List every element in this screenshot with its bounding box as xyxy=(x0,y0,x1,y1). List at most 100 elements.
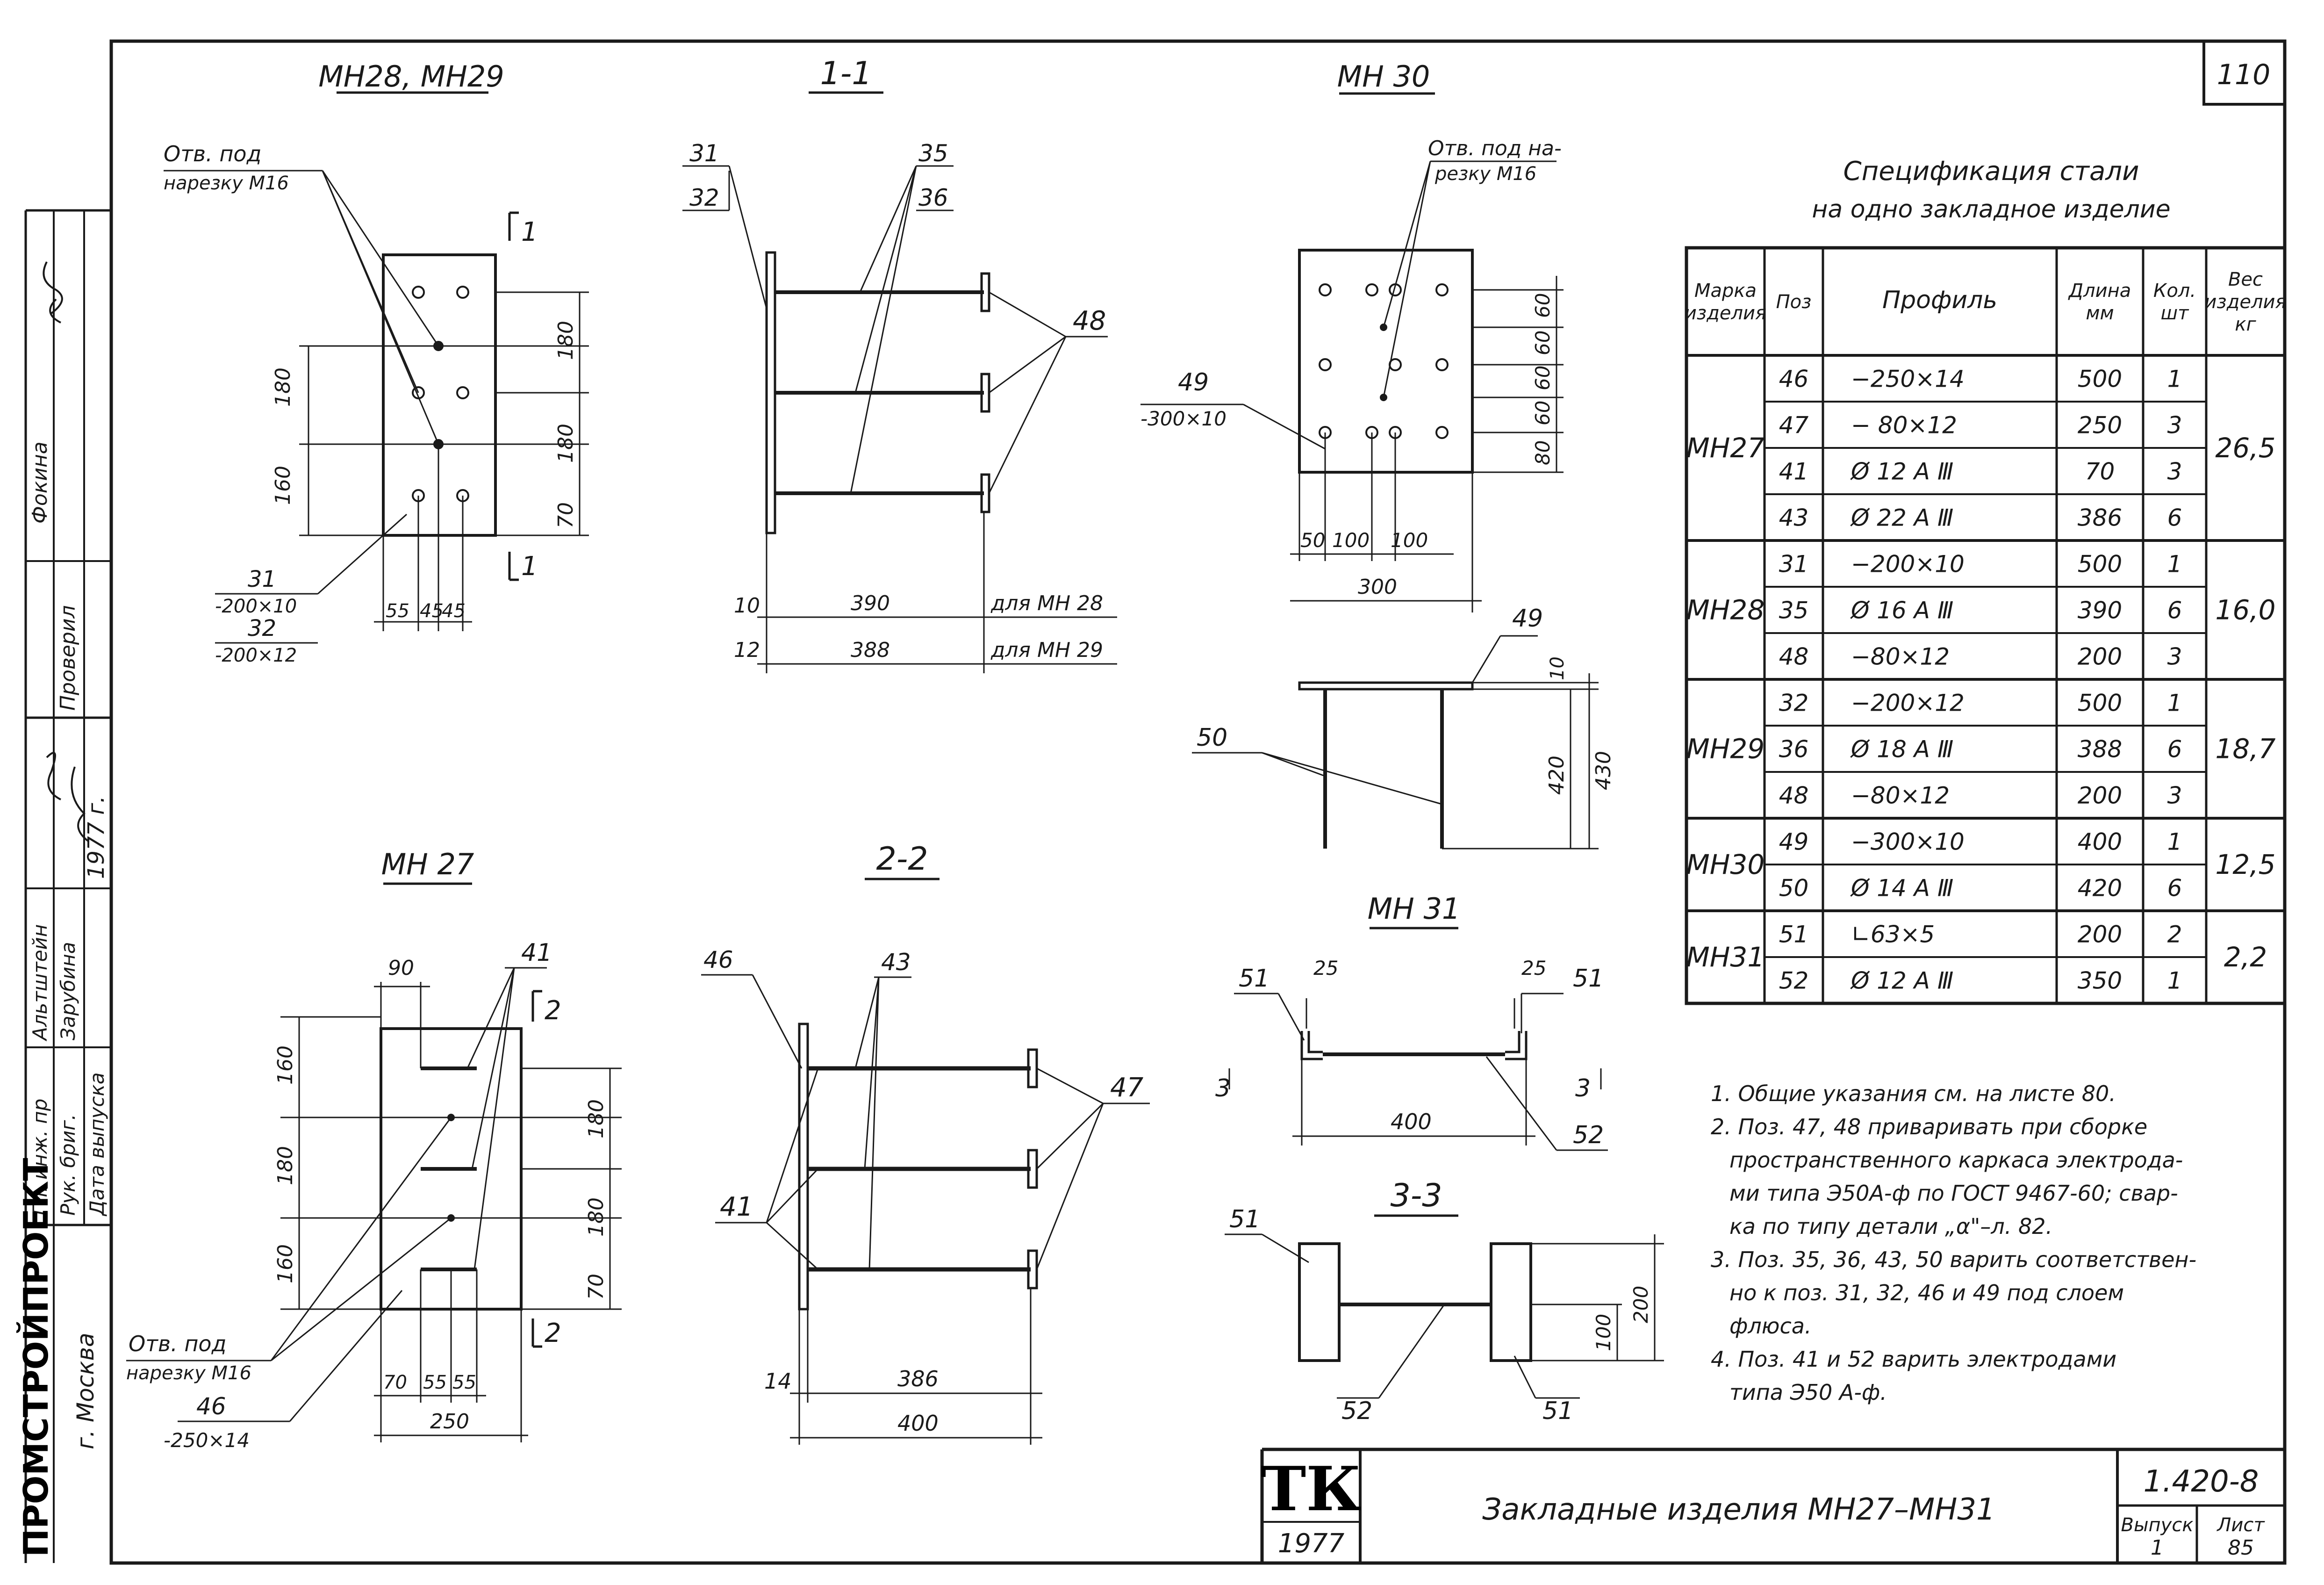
row1-thk: 10 xyxy=(734,594,760,618)
dim-right-2: 180 xyxy=(584,1197,608,1237)
signature-2 xyxy=(46,752,90,843)
hole-note-1: Отв. под на- xyxy=(1428,137,1562,160)
spec-cell-length: 500 xyxy=(2078,366,2122,393)
logo: ТК xyxy=(1261,1453,1362,1525)
sheet-frame xyxy=(109,39,2287,1565)
dim-bottom-3: 45 xyxy=(442,600,466,622)
row1-len: 390 xyxy=(851,591,890,615)
pos-41: 41 xyxy=(521,939,552,967)
role-1: Гл. инж. пр xyxy=(29,1099,51,1216)
tb-code: 1.420-8 xyxy=(2143,1464,2259,1499)
pos-36: 36 xyxy=(918,184,948,211)
dim-bottom-2: 55 xyxy=(423,1372,447,1393)
hole-note-1: Отв. под xyxy=(164,141,261,166)
spec-cell-mark: МН27 xyxy=(1686,432,1765,464)
sec-mark-right: 3 xyxy=(1575,1074,1591,1102)
row2-thk: 12 xyxy=(734,638,760,662)
section-mark-bottom: 2 xyxy=(545,1318,561,1348)
spec-cell-mark: МН30 xyxy=(1686,849,1765,880)
spec-cell-pos: 52 xyxy=(1779,967,1809,994)
spec-cell-length: 200 xyxy=(2078,643,2122,670)
spec-cell-qty: 1 xyxy=(2167,967,2182,994)
spec-cell-profile: ∟63×5 xyxy=(1851,921,1935,948)
spec-cell-mark: МН31 xyxy=(1686,941,1765,973)
pos-32: 32 xyxy=(689,184,719,211)
spec-cell-qty: 3 xyxy=(2167,643,2182,670)
hole-note-1: Отв. под xyxy=(129,1331,226,1356)
signature-1 xyxy=(43,261,63,324)
spec-cell-pos: 36 xyxy=(1779,736,1809,763)
dim-bottom-3: 55 xyxy=(452,1372,476,1393)
view-mn31: МН 31 51 51 25 25 3 3 400 52 xyxy=(1215,892,1608,1151)
section-mark-top: 2 xyxy=(545,995,561,1026)
spec-cell-qty: 6 xyxy=(2167,875,2182,902)
note-line: 2. Поз. 47, 48 приваривать при сборке xyxy=(1711,1114,2147,1139)
sheet-number-box xyxy=(2202,40,2286,106)
spec-cell-length: 420 xyxy=(2078,875,2122,902)
stamp-year: 1977 г. xyxy=(83,796,109,879)
dim-25-left: 25 xyxy=(1313,957,1338,980)
pos-46-profile: -250×14 xyxy=(164,1429,250,1452)
plate xyxy=(382,253,497,537)
elev-thk: 10 xyxy=(1547,656,1568,680)
dim-100: 100 xyxy=(1592,1314,1615,1351)
dim-right-1: 180 xyxy=(584,1099,608,1138)
spec-cell-qty: 1 xyxy=(2167,829,2182,856)
len-2: 400 xyxy=(897,1411,939,1436)
spec-cell-pos: 31 xyxy=(1779,551,1809,578)
pos-31: 31 xyxy=(248,566,276,592)
tb-name: Закладные изделия МН27–МН31 xyxy=(1482,1492,1995,1527)
elev-h1: 420 xyxy=(1545,756,1569,795)
dim-left-1: 180 xyxy=(271,367,295,407)
spec-cell-mark: МН29 xyxy=(1686,733,1765,765)
hole-note-2: нарезку М16 xyxy=(126,1362,251,1384)
pos-46: 46 xyxy=(703,946,733,973)
hole-note-2: резку М16 xyxy=(1435,163,1536,185)
section-title: 3-3 xyxy=(1390,1177,1442,1214)
spec-cell-length: 200 xyxy=(2078,782,2122,809)
dim-200: 200 xyxy=(1629,1286,1652,1323)
pos-46: 46 xyxy=(196,1393,226,1420)
pos-49-profile: -300×10 xyxy=(1140,407,1227,430)
tb-issue-label: Выпуск xyxy=(2121,1514,2194,1536)
spec-header-4: Кол. xyxy=(2153,280,2196,302)
view-title: МН28, МН29 xyxy=(318,59,504,94)
spec-cell-qty: 3 xyxy=(2167,458,2182,485)
spec-cell-mark: МН28 xyxy=(1686,594,1765,626)
width: 300 xyxy=(1358,575,1397,599)
spec-cell-qty: 6 xyxy=(2167,504,2182,532)
section-title: 1-1 xyxy=(820,55,872,92)
spec-cell-profile: −80×12 xyxy=(1851,782,1950,809)
dim-left-1: 160 xyxy=(273,1045,297,1085)
pos-41: 41 xyxy=(720,1192,753,1222)
length: 400 xyxy=(1391,1109,1432,1134)
spec-cell-qty: 3 xyxy=(2167,782,2182,809)
spec-cell-profile: Ø 18 А Ⅲ xyxy=(1850,736,1953,763)
spec-cell-length: 500 xyxy=(2078,690,2122,717)
dim-right-1: 180 xyxy=(554,321,578,360)
spec-cell-length: 350 xyxy=(2078,967,2122,994)
spec-cell-weight: 16,0 xyxy=(2215,594,2275,626)
pos-51-bottom: 51 xyxy=(1542,1397,1573,1425)
row2-note: для МН 29 xyxy=(990,638,1103,662)
spec-cell-qty: 6 xyxy=(2167,597,2182,624)
dim-left-2: 180 xyxy=(273,1146,297,1185)
spec-cell-pos: 46 xyxy=(1779,366,1809,393)
spec-cell-profile: Ø 12 А Ⅲ xyxy=(1850,458,1953,485)
pos-47: 47 xyxy=(1110,1073,1144,1103)
spec-cell-length: 386 xyxy=(2078,504,2122,532)
pos-52: 52 xyxy=(1573,1121,1604,1149)
spec-cell-pos: 50 xyxy=(1779,875,1809,902)
spec-cell-pos: 43 xyxy=(1779,504,1809,532)
spec-cell-profile: Ø 16 А Ⅲ xyxy=(1850,597,1953,624)
pos-31-profile: -200×10 xyxy=(215,596,297,617)
title-block: ТК 1977 Закладные изделия МН27–МН31 1.42… xyxy=(1260,1448,2285,1563)
note-line: 1. Общие указания см. на листе 80. xyxy=(1711,1081,2116,1106)
spec-cell-weight: 18,7 xyxy=(2215,733,2275,765)
notes: 1. Общие указания см. на листе 80. 2. Поз… xyxy=(1711,1081,2196,1405)
spec-title-2: на одно закладное изделие xyxy=(1812,195,2170,223)
note-line: 3. Поз. 35, 36, 43, 50 варить соответств… xyxy=(1711,1247,2196,1272)
view-mn30: МН 30 Отв. под на- резку М16 49 -300× xyxy=(1140,59,1615,850)
section-title: 2-2 xyxy=(876,841,928,878)
